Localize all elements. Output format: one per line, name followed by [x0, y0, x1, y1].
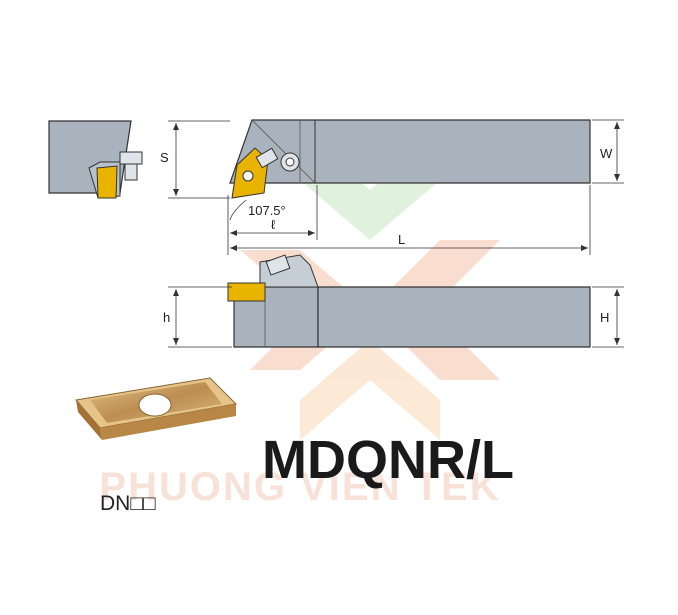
dim-l-label: L [398, 232, 405, 247]
insert-image [75, 377, 238, 440]
dim-h-large-label: H [600, 310, 609, 325]
product-title: MDQNR/L [262, 430, 514, 490]
top-view-holder [229, 119, 591, 199]
dim-s-label: S [160, 150, 169, 165]
insert-code: DN□□ [100, 492, 156, 515]
dim-w-label: W [600, 146, 613, 161]
side-view-holder [227, 254, 591, 348]
dimensions [168, 119, 624, 348]
dim-ell-label: ℓ [271, 217, 276, 232]
watermark-text: PHUONG VIEN TEK [99, 465, 500, 509]
dim-h-small-label: h [163, 310, 170, 325]
end-view [48, 120, 143, 199]
dim-angle-label: 107.5° [248, 203, 286, 218]
